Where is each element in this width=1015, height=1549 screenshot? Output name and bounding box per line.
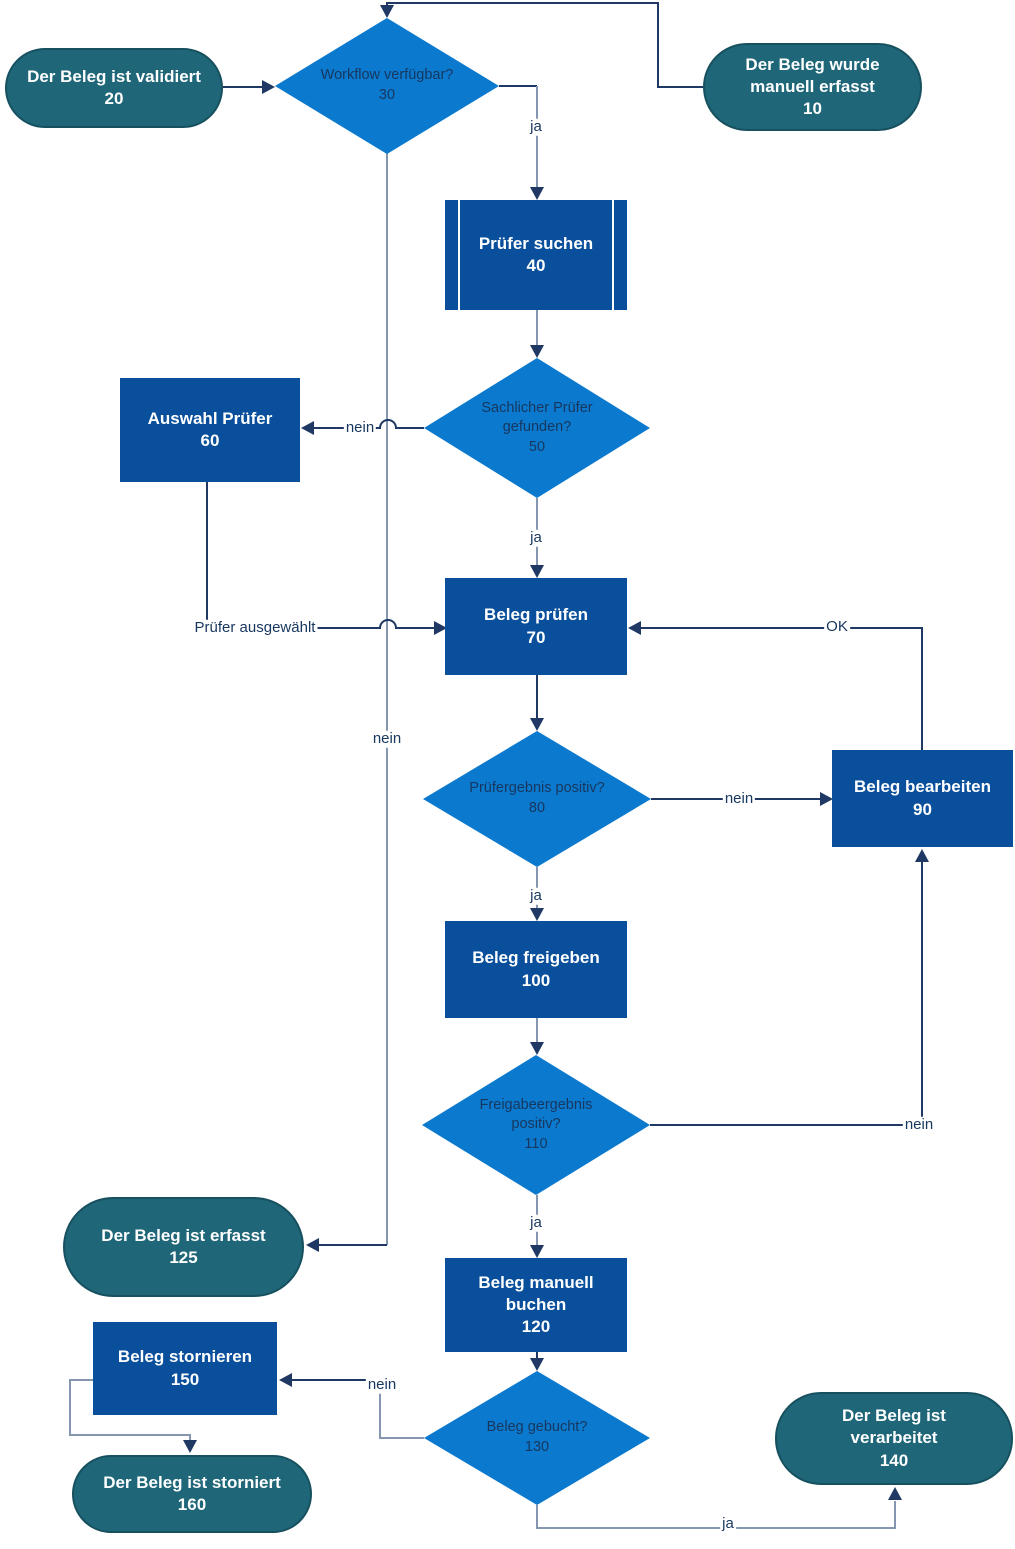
arrowhead	[530, 345, 544, 358]
arrowhead	[530, 187, 544, 200]
predefined-bar-left	[458, 200, 460, 310]
arrowhead	[306, 1238, 319, 1252]
edge-label-nein-workflow: nein	[370, 729, 404, 748]
edge-label-ja-workflow: ja	[528, 117, 544, 136]
arrowhead	[183, 1440, 197, 1453]
predefined-bar-right	[612, 200, 614, 310]
edge-label-ja-pruefergebnis: ja	[528, 886, 544, 905]
process-150-beleg-stornieren[interactable]: Beleg stornieren 150	[93, 1322, 277, 1415]
edge-label-pruefer-ausgewaehlt: Prüfer ausgewählt	[192, 618, 318, 637]
edge-label-nein-pruefergebnis: nein	[722, 789, 756, 808]
arrowhead	[301, 421, 314, 435]
process-100-beleg-freigeben[interactable]: Beleg freigeben 100	[445, 921, 627, 1018]
arrowhead	[530, 1358, 544, 1371]
arrowhead	[530, 1042, 544, 1055]
edge-bearbeiten-ok	[640, 627, 923, 751]
arrowhead	[530, 718, 544, 731]
process-120-beleg-manuell-buchen[interactable]: Beleg manuell buchen 120	[445, 1258, 627, 1352]
arrowhead	[820, 792, 833, 806]
edge-gebucht-nein-elbow	[379, 1380, 424, 1439]
edge-label-nein-gebucht: nein	[365, 1375, 399, 1394]
terminator-160-beleg-storniert[interactable]: Der Beleg ist storniert 160	[72, 1455, 312, 1533]
edge-label-nein-pruefer-gefunden: nein	[343, 418, 377, 437]
edge-freigabe-nein	[650, 861, 923, 1126]
edge-label-nein-freigabe: nein	[902, 1115, 936, 1134]
arrowhead	[530, 908, 544, 921]
arrowhead	[530, 1245, 544, 1258]
terminator-140-beleg-verarbeitet[interactable]: Der Beleg ist verarbeitet 140	[775, 1392, 1013, 1485]
terminator-20-beleg-validiert[interactable]: Der Beleg ist validiert 20	[5, 48, 223, 128]
edge-auswahl-to-pruefen	[206, 482, 435, 629]
arrowhead	[262, 80, 275, 94]
node-label: Prüfer suchen 40	[478, 233, 594, 275]
arrowhead	[915, 849, 929, 862]
edge-label-ok: OK	[824, 617, 850, 636]
predefined-process-40-pruefer-suchen[interactable]: Prüfer suchen 40	[445, 200, 627, 310]
edge-label-ja-gebucht: ja	[720, 1514, 736, 1533]
edge-label-ja-pruefer-gefunden: ja	[528, 528, 544, 547]
arrowhead	[888, 1487, 902, 1500]
process-60-auswahl-pruefer[interactable]: Auswahl Prüfer 60	[120, 378, 300, 482]
arrowhead	[434, 621, 447, 635]
edge-gefunden-nein	[313, 419, 424, 429]
arrowhead	[279, 1373, 292, 1387]
arrowhead	[380, 5, 394, 18]
edge-label-ja-freigabe: ja	[528, 1213, 544, 1232]
terminator-125-beleg-erfasst[interactable]: Der Beleg ist erfasst 125	[63, 1197, 304, 1297]
edge-gebucht-ja	[536, 1501, 896, 1529]
arrowhead	[530, 565, 544, 578]
edge-stornieren-to-storniert	[69, 1379, 191, 1441]
process-90-beleg-bearbeiten[interactable]: Beleg bearbeiten 90	[832, 750, 1013, 847]
edge-manuell-to-workflow	[386, 2, 703, 88]
process-70-beleg-pruefen[interactable]: Beleg prüfen 70	[445, 578, 627, 675]
arrowhead	[628, 621, 641, 635]
terminator-10-beleg-manuell-erfasst[interactable]: Der Beleg wurde manuell erfasst 10	[703, 43, 922, 131]
